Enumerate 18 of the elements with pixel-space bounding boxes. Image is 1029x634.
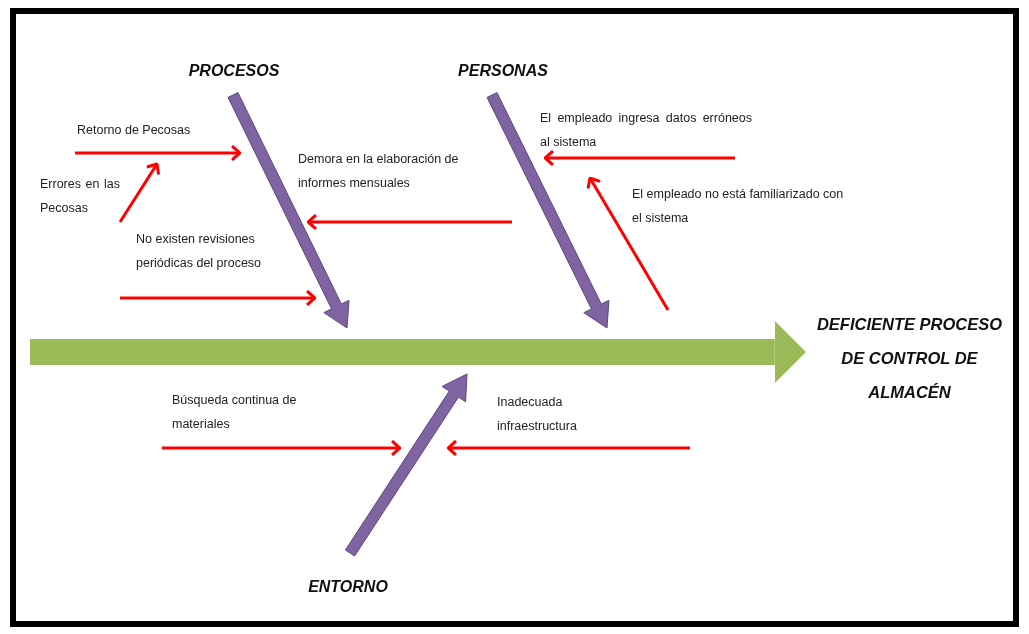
cause-text: No existen revisiones periódicas del proceso	[136, 231, 263, 272]
cause-arrow	[75, 144, 242, 162]
category-label: PERSONAS	[457, 61, 549, 81]
effect-label: DEFICIENTE PROCESO DE CONTROL DE ALMACÉN	[815, 314, 1004, 403]
cause-text: Errores en las Pecosas	[40, 176, 120, 217]
cause-text: El empleado ingresa datos erróneos al sistema	[540, 110, 752, 151]
cause-arrow	[446, 439, 690, 457]
cause-arrow	[118, 162, 161, 223]
cause-arrow	[306, 213, 512, 231]
cause-arrow	[586, 176, 670, 311]
cause-arrow	[120, 289, 317, 307]
category-label: PROCESOS	[188, 61, 280, 81]
category-label: ENTORNO	[307, 577, 389, 597]
spine-arrow	[30, 320, 806, 384]
cause-arrow	[543, 149, 735, 167]
cause-arrow	[162, 439, 402, 457]
cause-text: Retorno de Pecosas	[77, 122, 192, 139]
cause-text: Búsqueda continua de materiales	[172, 392, 298, 433]
